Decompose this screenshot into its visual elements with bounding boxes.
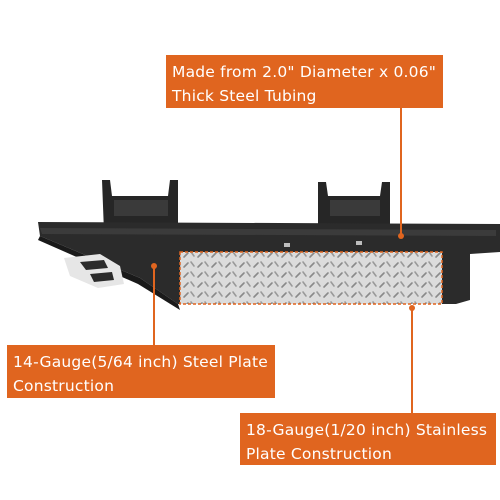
callout-steel-plate: 14-Gauge(5/64 inch) Steel Plate Construc… xyxy=(7,345,275,398)
callout-stainless-plate: 18-Gauge(1/20 inch) Stainless Plate Cons… xyxy=(240,413,496,465)
callout-tubing-line1: Made from 2.0" Diameter x 0.06" xyxy=(172,63,437,81)
leader-line-stainless-plate xyxy=(411,309,413,413)
callout-tubing-line2: Thick Steel Tubing xyxy=(172,87,317,105)
callout-tubing: Made from 2.0" Diameter x 0.06" Thick St… xyxy=(166,55,443,108)
leader-dot-steel-plate xyxy=(151,263,157,269)
leader-line-tubing xyxy=(400,108,402,236)
diamond-plate-pattern xyxy=(179,251,443,305)
leader-dot-stainless-plate xyxy=(409,305,415,311)
callout-stainless-plate-line1: 18-Gauge(1/20 inch) Stainless xyxy=(246,421,488,439)
callout-steel-plate-line1: 14-Gauge(5/64 inch) Steel Plate xyxy=(13,353,269,371)
mounting-bracket xyxy=(102,180,178,232)
leader-dot-tubing xyxy=(398,233,404,239)
callout-steel-plate-line2: Construction xyxy=(13,377,115,395)
mounting-bracket xyxy=(318,182,390,232)
leader-line-steel-plate xyxy=(153,267,155,345)
callout-stainless-plate-line2: Plate Construction xyxy=(246,445,392,463)
